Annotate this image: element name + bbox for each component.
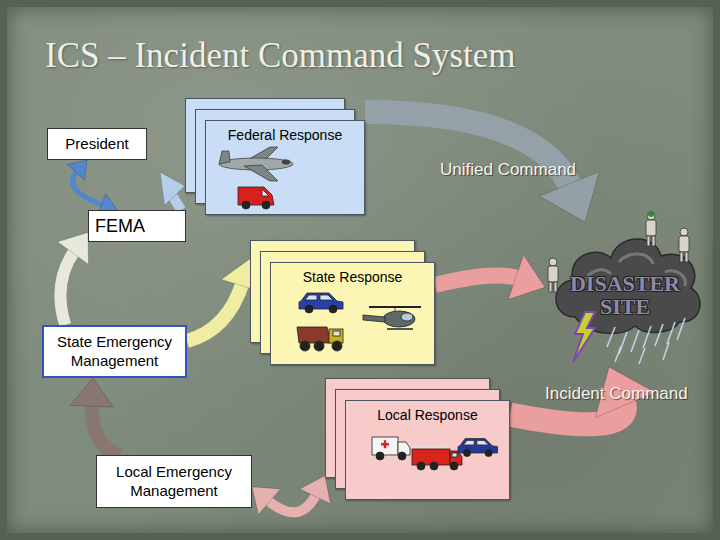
agency-box: State Emergency Management: [42, 325, 187, 378]
arrow-head: [539, 172, 599, 222]
flow-arrow: [252, 476, 330, 515]
flow-arrow: [67, 160, 117, 215]
flow-arrow: [160, 172, 185, 210]
arrow-head: [160, 172, 185, 206]
page-title: ICS – Incident Command System: [45, 36, 516, 76]
arrow-shaft: [73, 170, 105, 205]
arrow-shaft: [92, 402, 120, 455]
arrow-head: [300, 476, 331, 504]
agency-box: Local Emergency Management: [96, 455, 252, 508]
arrow-shaft: [187, 282, 243, 341]
front-card: State Response: [270, 262, 435, 365]
response-card-stack: State Response: [250, 240, 435, 365]
authority-box: President: [47, 128, 147, 160]
arrow-head: [57, 232, 88, 264]
arrow-head: [70, 378, 113, 407]
flow-arrow: [70, 378, 119, 455]
arrow-head: [508, 255, 545, 300]
flow-arrow: [365, 112, 599, 222]
arrow-head: [252, 487, 281, 515]
node-label: State Emergency Management: [44, 333, 185, 371]
flow-arrow: [57, 232, 88, 325]
node-label: Federal Response: [206, 127, 364, 143]
response-card-stack: Federal Response: [185, 98, 365, 215]
arrow-shaft: [60, 250, 75, 325]
response-card-stack: Local Response: [325, 378, 510, 500]
flow-arrow: [435, 255, 545, 300]
arrow-head: [67, 160, 87, 180]
edge-label: Unified Command: [440, 160, 576, 180]
agency-box: FEMA: [88, 210, 186, 242]
node-label: State Response: [271, 269, 434, 285]
node-label: FEMA: [89, 215, 149, 238]
front-card: Local Response: [345, 400, 510, 500]
disaster-cloud: DISASTER SITE: [545, 222, 705, 367]
arrow-shaft: [435, 276, 520, 285]
front-card: Federal Response: [205, 120, 365, 215]
node-label: Local Response: [346, 407, 509, 423]
node-label: DISASTER SITE: [565, 271, 685, 317]
edge-label: Incident Command: [545, 384, 688, 404]
node-label: President: [61, 135, 132, 154]
node-label: Local Emergency Management: [97, 463, 251, 501]
